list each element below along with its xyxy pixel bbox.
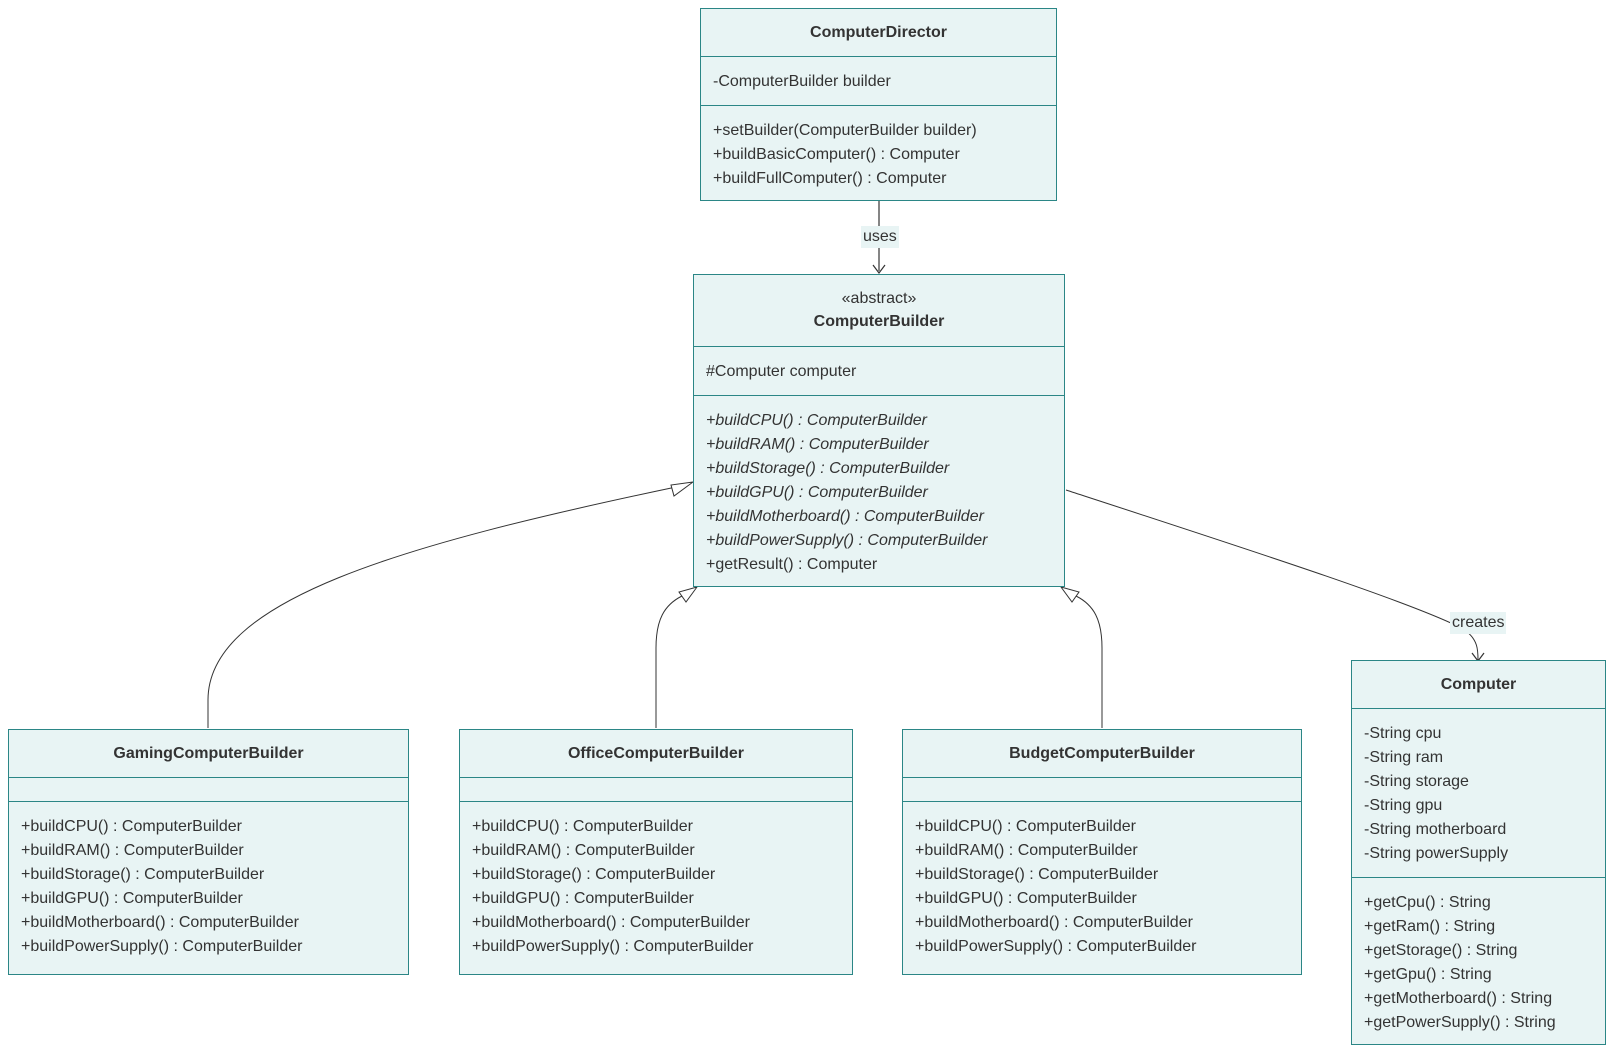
- method: +setBuilder(ComputerBuilder builder): [713, 122, 977, 139]
- method: +buildMotherboard() : ComputerBuilder: [472, 914, 750, 931]
- method: +buildPowerSupply() : ComputerBuilder: [21, 938, 303, 955]
- gaming-inherits-arrowhead: [670, 481, 694, 497]
- uses-label: uses: [861, 226, 899, 248]
- abstract-method: +buildStorage() : ComputerBuilder: [706, 460, 950, 477]
- method: +buildCPU() : ComputerBuilder: [472, 818, 693, 835]
- class-attributes: [460, 778, 852, 802]
- method: +getRam() : String: [1364, 918, 1496, 935]
- method: +getPowerSupply() : String: [1364, 1014, 1556, 1031]
- budget-inherits-edge: [1075, 595, 1103, 728]
- attribute: -ComputerBuilder builder: [713, 73, 891, 90]
- method: +buildPowerSupply() : ComputerBuilder: [472, 938, 754, 955]
- method: +buildMotherboard() : ComputerBuilder: [21, 914, 299, 931]
- attribute: -String gpu: [1364, 797, 1443, 814]
- method: +getStorage() : String: [1364, 942, 1518, 959]
- class-budget-computer-builder[interactable]: BudgetComputerBuilder +buildCPU() : Comp…: [902, 729, 1302, 975]
- office-inherits-arrowhead: [678, 586, 699, 603]
- method: +buildPowerSupply() : ComputerBuilder: [915, 938, 1197, 955]
- method: +getGpu() : String: [1364, 966, 1492, 983]
- class-header: Computer: [1352, 661, 1605, 709]
- uses-arrowhead: [872, 264, 886, 274]
- method: +buildCPU() : ComputerBuilder: [915, 818, 1136, 835]
- class-gaming-computer-builder[interactable]: GamingComputerBuilder +buildCPU() : Comp…: [8, 729, 409, 975]
- class-methods: +setBuilder(ComputerBuilder builder) +bu…: [701, 106, 1056, 201]
- class-attributes: -ComputerBuilder builder: [701, 57, 1056, 106]
- budget-inherits-arrowhead: [1059, 586, 1080, 603]
- creates-edge: [1065, 489, 1479, 661]
- method: +buildStorage() : ComputerBuilder: [21, 866, 265, 883]
- abstract-method: +buildMotherboard() : ComputerBuilder: [706, 508, 984, 525]
- class-header: BudgetComputerBuilder: [903, 730, 1301, 778]
- attribute: -String motherboard: [1364, 821, 1507, 838]
- class-methods: +buildCPU() : ComputerBuilder +buildRAM(…: [903, 802, 1301, 969]
- class-stereotype: «abstract»: [841, 290, 917, 307]
- attribute: -String storage: [1364, 773, 1469, 790]
- office-inherits-edge: [655, 595, 683, 728]
- class-name: GamingComputerBuilder: [113, 744, 304, 762]
- class-attributes: [903, 778, 1301, 802]
- class-attributes: #Computer computer: [694, 347, 1064, 396]
- method: +buildBasicComputer() : Computer: [713, 146, 960, 163]
- method: +buildGPU() : ComputerBuilder: [21, 890, 243, 907]
- class-methods: +getCpu() : String +getRam() : String +g…: [1352, 878, 1605, 1045]
- class-computer[interactable]: Computer -String cpu -String ram -String…: [1351, 660, 1606, 1045]
- abstract-method: +buildPowerSupply() : ComputerBuilder: [706, 532, 988, 549]
- method: +buildGPU() : ComputerBuilder: [915, 890, 1137, 907]
- class-attributes: -String cpu -String ram -String storage …: [1352, 709, 1605, 878]
- class-name: OfficeComputerBuilder: [567, 744, 744, 762]
- method: +buildFullComputer() : Computer: [713, 170, 947, 187]
- method: +getCpu() : String: [1364, 894, 1491, 911]
- class-attributes: [9, 778, 408, 802]
- class-methods: +buildCPU() : ComputerBuilder +buildRAM(…: [9, 802, 408, 969]
- method: +buildRAM() : ComputerBuilder: [21, 842, 244, 859]
- method: +buildRAM() : ComputerBuilder: [472, 842, 695, 859]
- class-name: BudgetComputerBuilder: [1009, 744, 1195, 762]
- abstract-method: +buildCPU() : ComputerBuilder: [706, 412, 927, 429]
- method: +buildGPU() : ComputerBuilder: [472, 890, 694, 907]
- abstract-method: +buildGPU() : ComputerBuilder: [706, 484, 928, 501]
- class-header: ComputerDirector: [701, 9, 1056, 57]
- class-header: OfficeComputerBuilder: [460, 730, 852, 778]
- class-name: ComputerDirector: [810, 23, 947, 41]
- gaming-inherits-edge: [207, 486, 677, 728]
- method: +buildRAM() : ComputerBuilder: [915, 842, 1138, 859]
- class-computer-director[interactable]: ComputerDirector -ComputerBuilder builde…: [700, 8, 1057, 201]
- class-office-computer-builder[interactable]: OfficeComputerBuilder +buildCPU() : Comp…: [459, 729, 853, 975]
- attribute: #Computer computer: [706, 363, 857, 380]
- attribute: -String cpu: [1364, 725, 1442, 742]
- abstract-method: +buildRAM() : ComputerBuilder: [706, 436, 929, 453]
- class-header: GamingComputerBuilder: [9, 730, 408, 778]
- method: +getMotherboard() : String: [1364, 990, 1553, 1007]
- method: +buildMotherboard() : ComputerBuilder: [915, 914, 1193, 931]
- method: +buildStorage() : ComputerBuilder: [472, 866, 716, 883]
- method: +getResult() : Computer: [706, 556, 878, 573]
- class-methods: +buildCPU() : ComputerBuilder +buildRAM(…: [694, 396, 1064, 587]
- attribute: -String ram: [1364, 749, 1444, 766]
- class-methods: +buildCPU() : ComputerBuilder +buildRAM(…: [460, 802, 852, 969]
- creates-label: creates: [1450, 612, 1507, 634]
- method: +buildCPU() : ComputerBuilder: [21, 818, 242, 835]
- class-name: ComputerBuilder: [813, 313, 945, 330]
- class-header: «abstract» ComputerBuilder: [694, 275, 1064, 347]
- attribute: -String powerSupply: [1364, 845, 1509, 862]
- class-name: Computer: [1440, 675, 1517, 693]
- class-computer-builder[interactable]: «abstract» ComputerBuilder #Computer com…: [693, 274, 1065, 587]
- method: +buildStorage() : ComputerBuilder: [915, 866, 1159, 883]
